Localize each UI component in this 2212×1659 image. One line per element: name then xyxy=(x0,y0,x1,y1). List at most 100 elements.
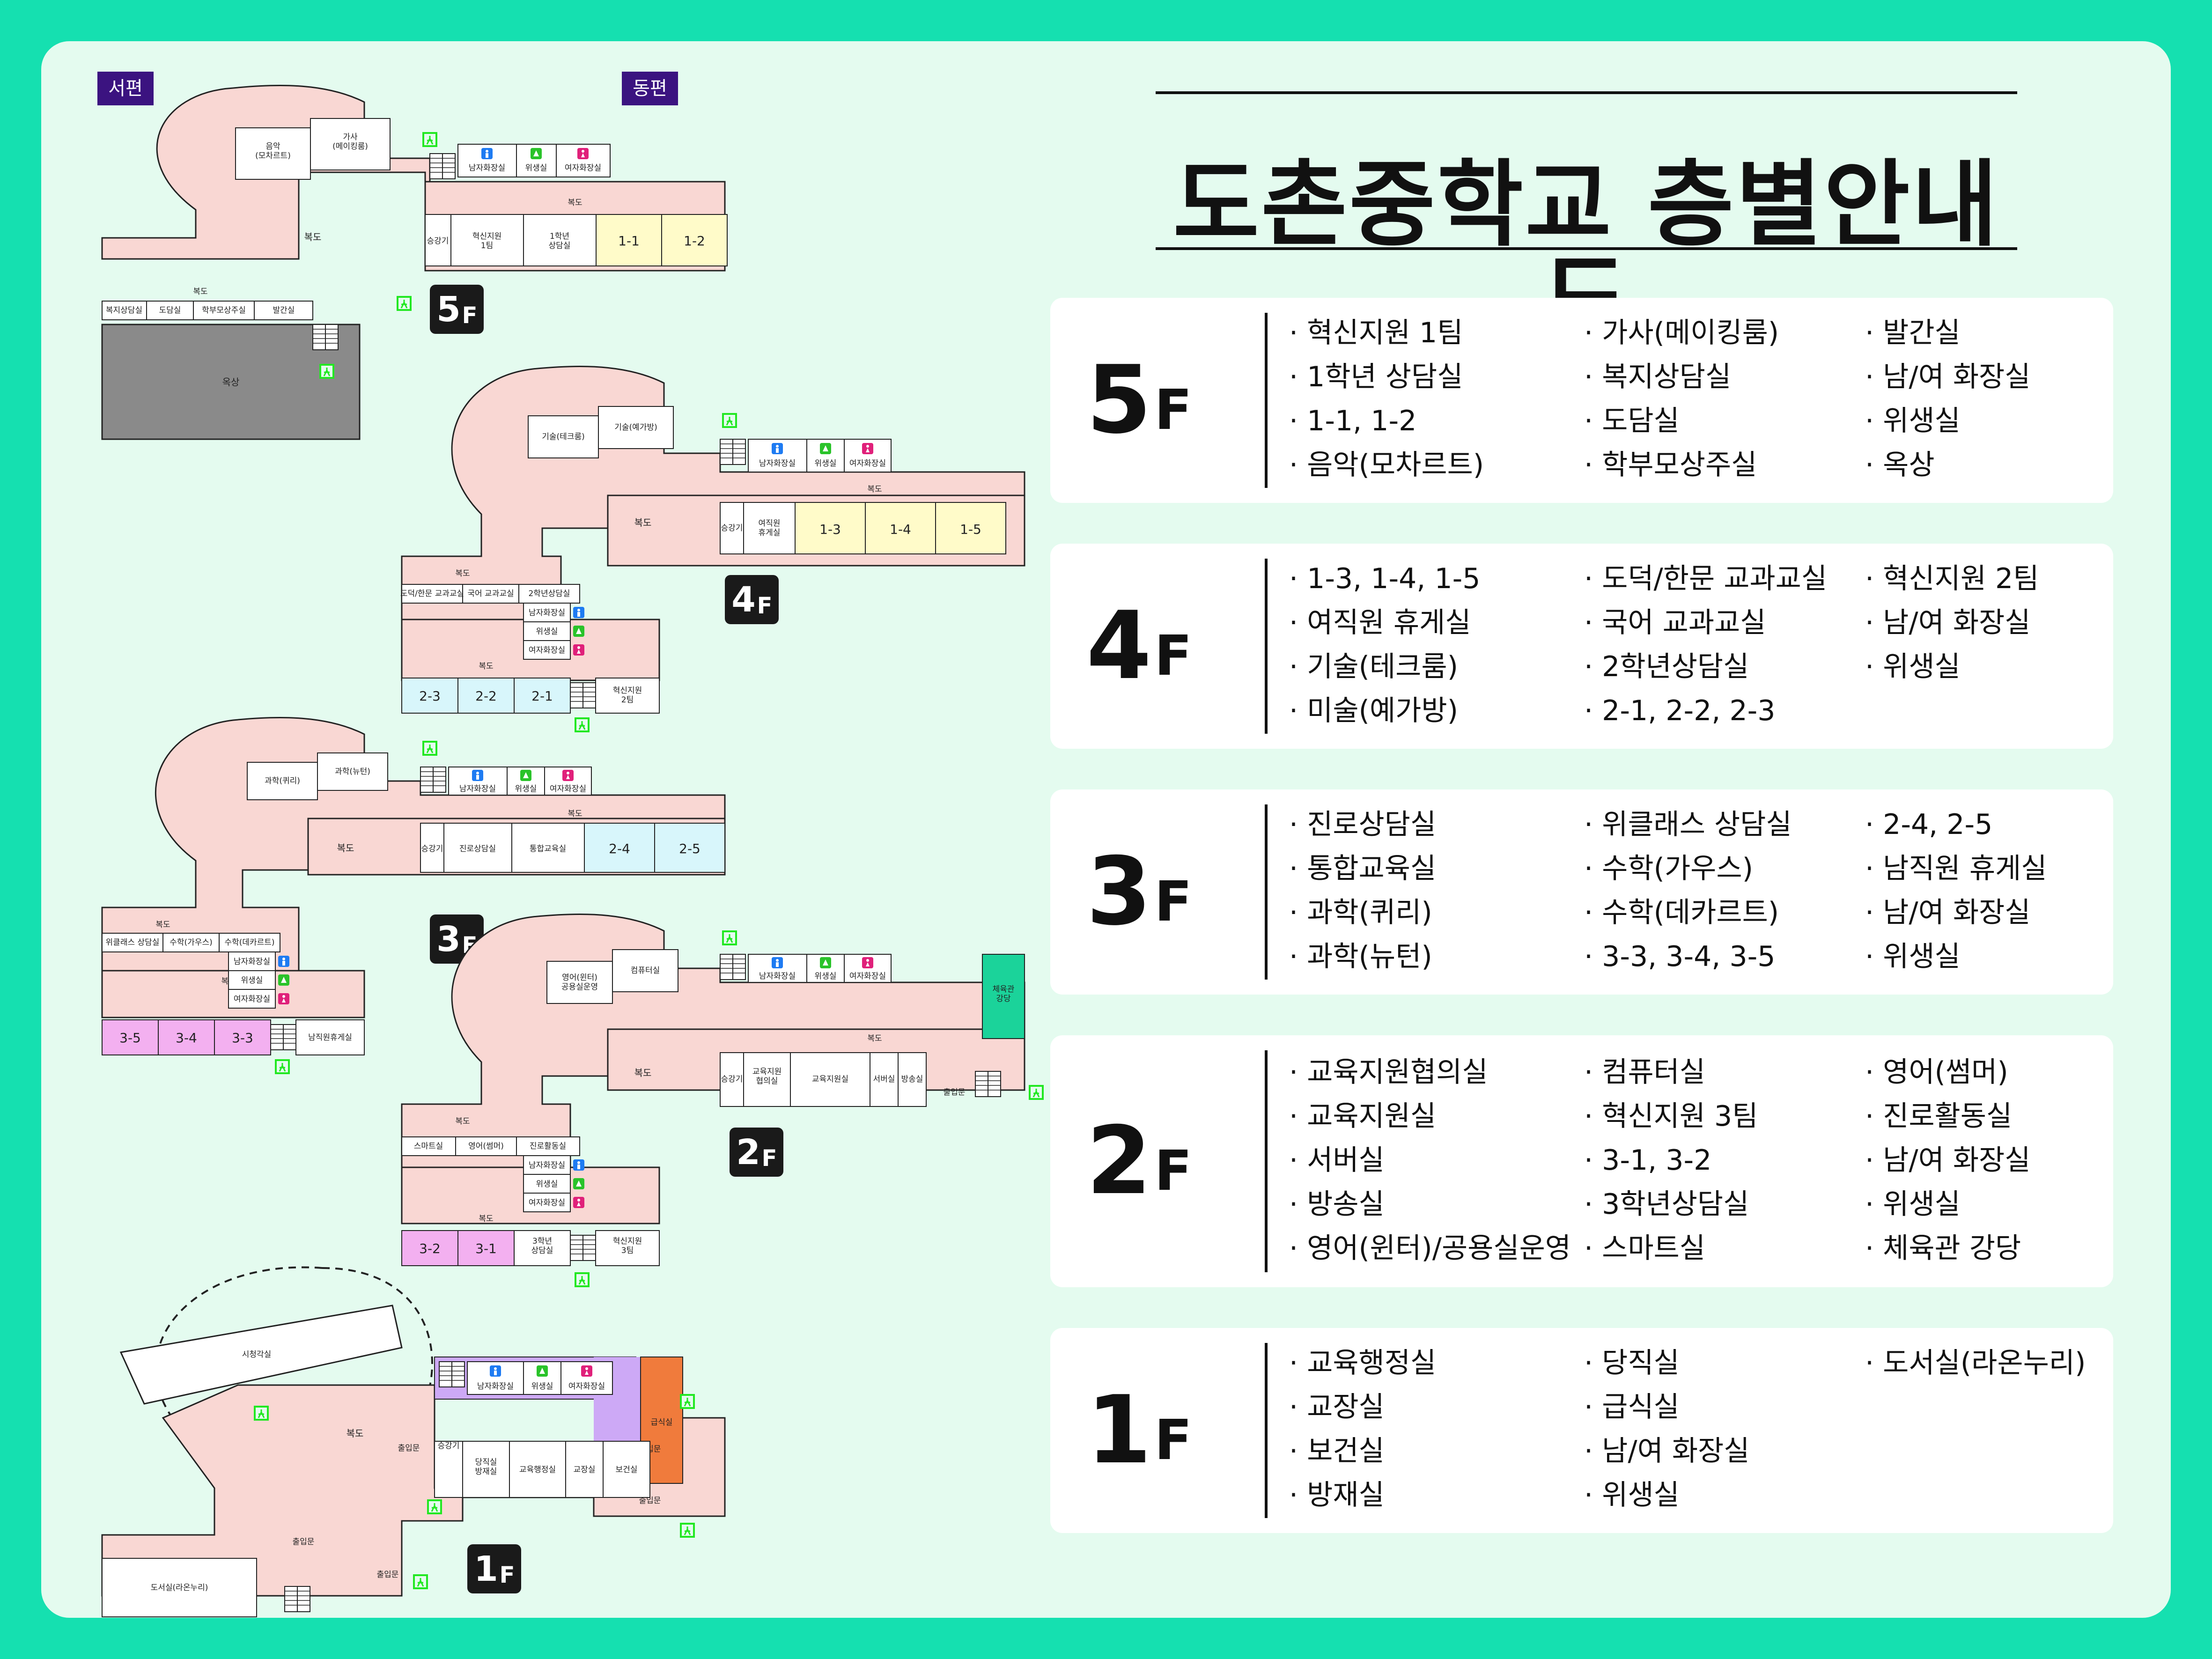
room-item: 도담실 xyxy=(1584,399,1779,443)
room-item: 교육행정실 xyxy=(1289,1341,1436,1385)
svg-text:승강기: 승강기 xyxy=(721,1075,743,1084)
svg-text:위생실: 위생실 xyxy=(815,972,837,981)
room-3-5: 3-5 xyxy=(119,1030,141,1046)
career-counsel-room: 진로상담실 xyxy=(459,844,496,854)
floor-plan-4f: 기술(테크룸) 기술(예가방) 복도 복도 복도 복도 남자화장실 위생실 여자… xyxy=(400,365,1025,733)
edu-support-room: 교육지원실 xyxy=(812,1075,848,1084)
computer-room: 컴퓨터실 xyxy=(631,966,660,975)
floor-plan-1f: 급식실 시청각실 남자화장실 위생실 여자화장실 복도 출입문 출입문 출입문 … xyxy=(101,1266,726,1617)
exit-icon xyxy=(679,1522,696,1539)
svg-text:수학(가우스): 수학(가우스) xyxy=(170,938,212,947)
science-room-newton: 과학(뉴턴) xyxy=(335,767,370,776)
svg-text:급식실: 급식실 xyxy=(651,1418,673,1427)
floor-badge-1f: 1 F xyxy=(467,1544,521,1593)
svg-text:남자화장실: 남자화장실 xyxy=(459,784,496,794)
corridor-label: 복도 xyxy=(304,231,322,243)
svg-text:승강기: 승강기 xyxy=(421,844,443,854)
corridor-4f xyxy=(401,365,1025,620)
svg-text:5: 5 xyxy=(436,289,461,330)
room-item: 3학년상담실 xyxy=(1584,1182,1758,1226)
room-item: 복지상담실 xyxy=(1584,355,1779,399)
tech-room: 기술(테크룸) xyxy=(542,432,584,442)
welfare-room: 복지상담실 xyxy=(106,306,142,315)
male-staff-lounge: 남직원휴게실 xyxy=(308,1033,352,1042)
room-item: 수학(데카르트) xyxy=(1584,891,1792,935)
floor-plan-5f: 옥상 음악(모차르트) 가사(메이킹룸) 복도 복도 복도 남자화장실 위생실 … xyxy=(101,84,728,440)
svg-text:남자화장실: 남자화장실 xyxy=(529,1161,565,1170)
svg-text:영어(썸머): 영어(썸머) xyxy=(468,1142,504,1151)
room-item: 여직원 휴게실 xyxy=(1289,601,1480,645)
room-column: 1-3, 1-4, 1-5 여직원 휴게실 기술(테크룸) 미술(예가방) xyxy=(1289,557,1480,733)
svg-text:여자화장실: 여자화장실 xyxy=(849,459,886,468)
card-divider xyxy=(1265,1050,1268,1272)
floor-badge-2f: 2 F xyxy=(730,1128,783,1177)
svg-text:1: 1 xyxy=(474,1549,498,1589)
room-item: 국어 교과교실 xyxy=(1584,601,1827,645)
svg-text:수학(데카르트): 수학(데카르트) xyxy=(224,938,274,947)
east-wing-label: 동편 xyxy=(633,78,667,99)
svg-text:위생실: 위생실 xyxy=(815,459,837,468)
svg-text:복도: 복도 xyxy=(193,287,207,296)
room-item: 도서실(라온누리) xyxy=(1865,1341,2086,1385)
exit-icon xyxy=(426,1498,443,1515)
svg-text:복도: 복도 xyxy=(337,842,354,854)
svg-text:남자화장실: 남자화장실 xyxy=(759,972,796,981)
svg-text:출입문: 출입문 xyxy=(293,1537,315,1547)
svg-text:출입문: 출입문 xyxy=(377,1570,399,1579)
room-item: 과학(퀴리) xyxy=(1289,891,1436,935)
art-room: 기술(예가방) xyxy=(614,423,657,432)
room-item: 가사(메이킹룸) xyxy=(1584,311,1779,355)
english-winter-room: 영어(윈터)공용실운영 xyxy=(561,973,598,992)
svg-text:복도: 복도 xyxy=(455,1117,470,1126)
room-column: 발간실 남/여 화장실 위생실 옥상 xyxy=(1865,311,2030,487)
floor-card-5f: 5F 혁신지원 1팀 1학년 상담실 1-1, 1-2 음악(모차르트) 가사(… xyxy=(1050,298,2113,503)
room-item: 교육지원협의실 xyxy=(1289,1050,1571,1094)
room-2-1: 2-1 xyxy=(531,688,553,704)
svg-text:3: 3 xyxy=(436,919,461,959)
admin-office: 교육행정실 xyxy=(519,1465,556,1475)
room-column: 교육행정실 교장실 보건실 방재실 xyxy=(1289,1341,1436,1517)
exit-icon xyxy=(679,1393,696,1410)
svg-text:위생실: 위생실 xyxy=(536,627,558,636)
room-column: 교육지원협의실 교육지원실 서버실 방송실 영어(윈터)/공용실운영 xyxy=(1289,1050,1571,1270)
room-column: 당직실 급식실 남/여 화장실 위생실 xyxy=(1584,1341,1749,1517)
svg-text:복도: 복도 xyxy=(867,1034,882,1043)
card-divider xyxy=(1265,313,1268,488)
room-item: 남직원 휴게실 xyxy=(1865,847,2047,891)
room-item: 옥상 xyxy=(1865,443,2030,487)
room-item: 도덕/한문 교과교실 xyxy=(1584,557,1827,601)
room-item: 컴퓨터실 xyxy=(1584,1050,1758,1094)
entrance: 출입문 xyxy=(944,1088,966,1097)
floor-card-1f: 1F 교육행정실 교장실 보건실 방재실 당직실 급식실 남/여 화장실 위생실… xyxy=(1050,1328,2113,1533)
svg-text:여자화장실: 여자화장실 xyxy=(568,1382,605,1391)
integrated-ed-room: 통합교육실 xyxy=(530,844,566,854)
room-item: 서버실 xyxy=(1289,1138,1571,1182)
room-item: 남/여 화장실 xyxy=(1865,891,2047,935)
svg-text:위생실: 위생실 xyxy=(531,1382,553,1391)
floor-badge-5f: 5 F xyxy=(430,285,484,334)
floor-card-3f: 3F 진로상담실 통합교육실 과학(퀴리) 과학(뉴턴) 위클래스 상담실 수학… xyxy=(1050,789,2113,995)
room-column: 컴퓨터실 혁신지원 3팀 3-1, 3-2 3학년상담실 스마트실 xyxy=(1584,1050,1758,1270)
svg-text:승강기: 승강기 xyxy=(438,1441,460,1451)
room-item: 남/여 화장실 xyxy=(1584,1429,1749,1473)
title-top-rule xyxy=(1156,91,2017,94)
room-column: 진로상담실 통합교육실 과학(퀴리) 과학(뉴턴) xyxy=(1289,803,1436,979)
svg-text:남자화장실: 남자화장실 xyxy=(234,957,270,966)
svg-text:승강기: 승강기 xyxy=(721,524,743,533)
room-item: 교육지원실 xyxy=(1289,1094,1571,1138)
sanitary-room: 위생실 xyxy=(525,163,547,173)
room-column: 영어(썸머) 진로활동실 남/여 화장실 위생실 체육관 강당 xyxy=(1865,1050,2030,1270)
room-column: 가사(메이킹룸) 복지상담실 도담실 학부모상주실 xyxy=(1584,311,1779,487)
room-item: 체육관 강당 xyxy=(1865,1226,2030,1270)
room-item: 3-1, 3-2 xyxy=(1584,1138,1758,1182)
room-1-5: 1-5 xyxy=(960,522,981,537)
west-wing-label: 서편 xyxy=(108,78,143,99)
svg-text:여자화장실: 여자화장실 xyxy=(529,646,565,655)
floor-badge-4f: 4 F xyxy=(725,575,779,624)
